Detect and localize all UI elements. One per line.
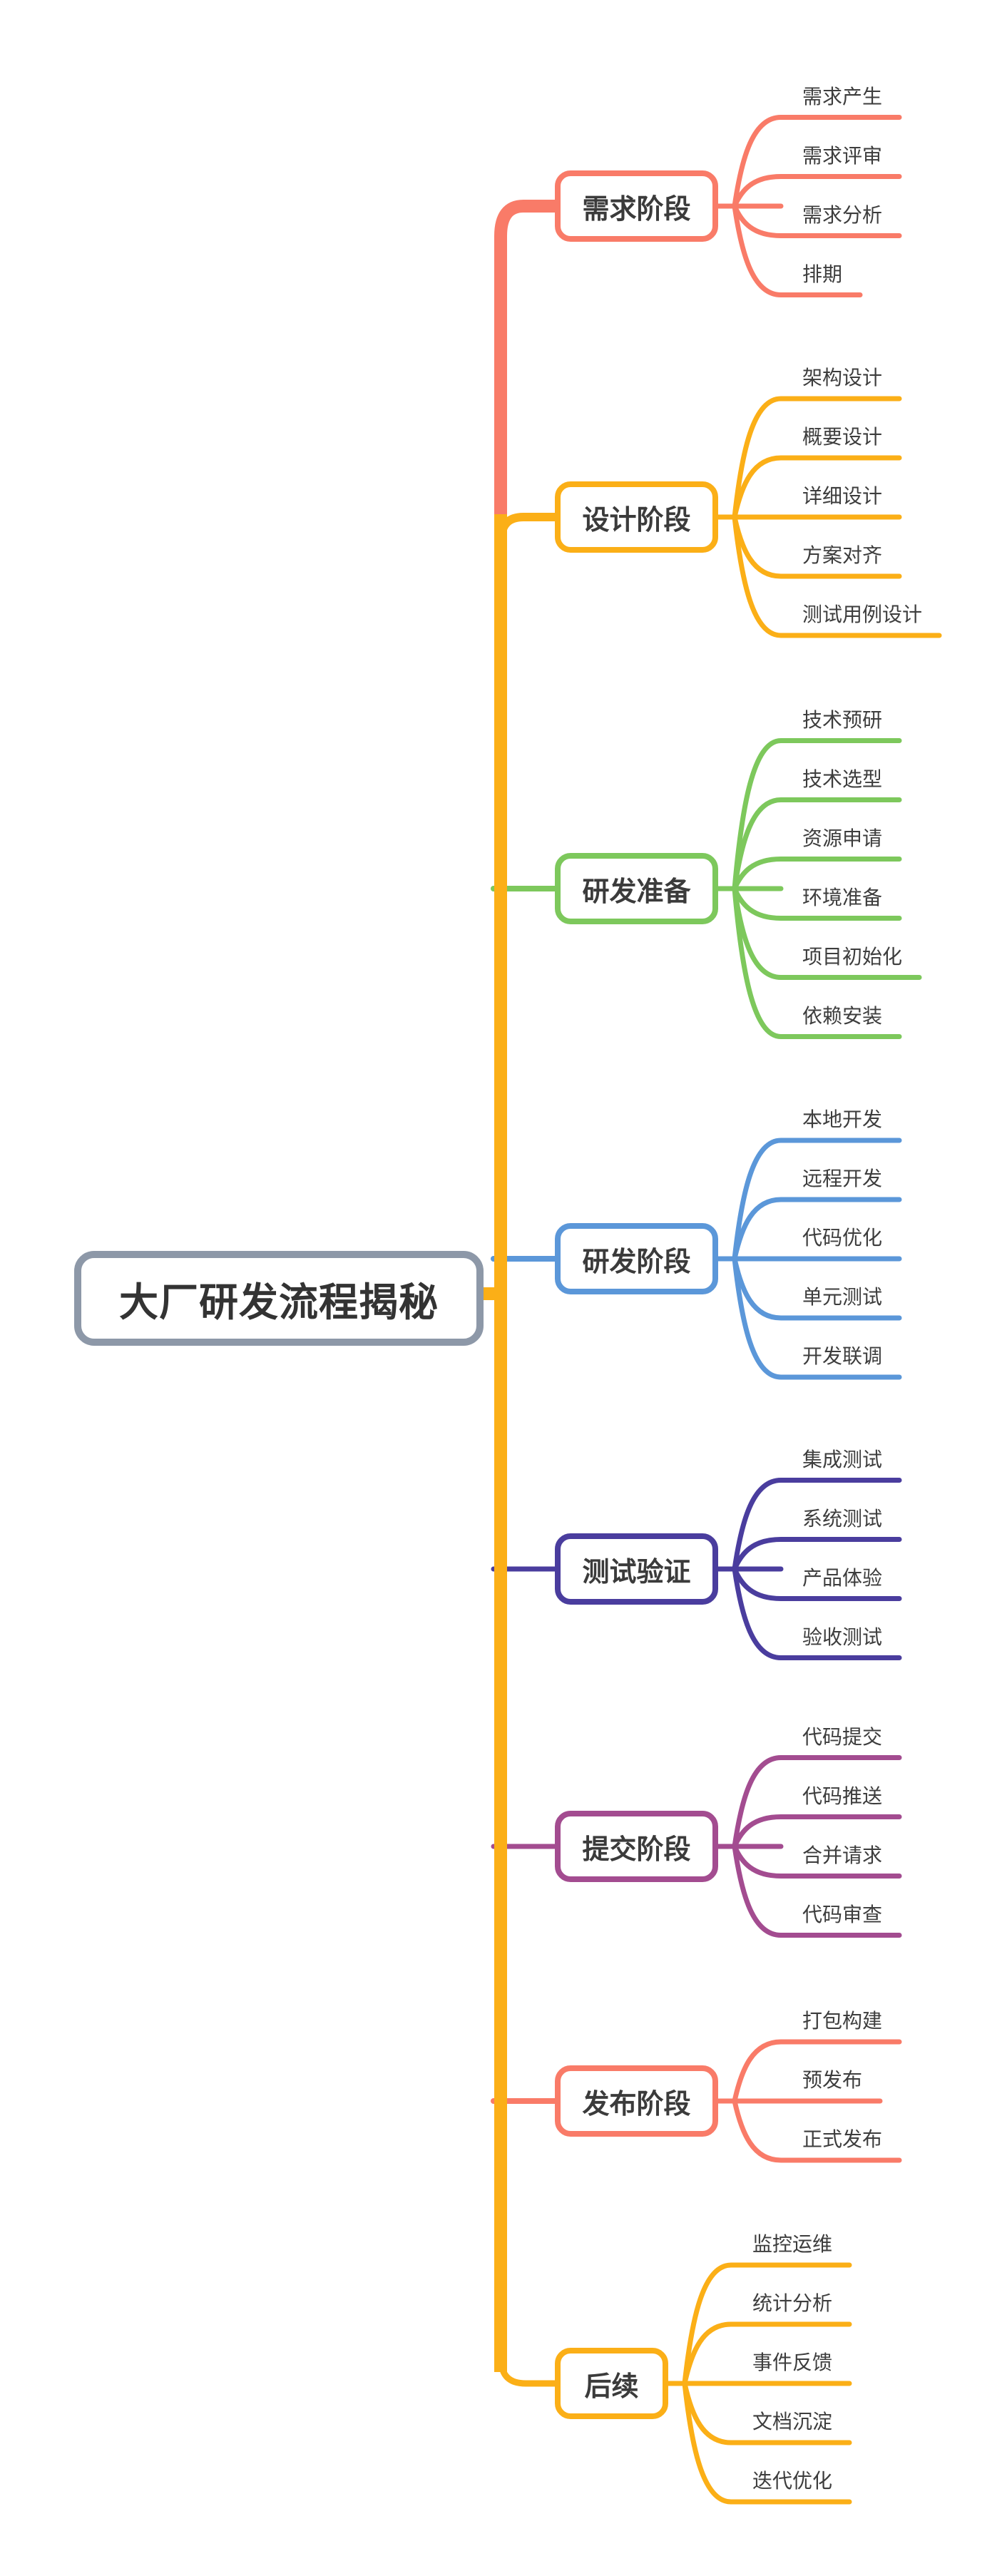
leaf-connector xyxy=(732,1256,902,1380)
leaf-topic-label[interactable]: 架构设计 xyxy=(802,367,883,389)
leaf-connector xyxy=(732,2098,902,2163)
leaf-topic-label[interactable]: 需求评审 xyxy=(802,144,883,167)
central-topic-node[interactable]: 大厂研发流程揭秘 xyxy=(74,1251,484,1346)
leaf-connector xyxy=(732,738,902,891)
leaf-topic-label[interactable]: 打包构建 xyxy=(802,2010,883,2032)
branch-node-design[interactable]: 设计阶段 xyxy=(555,481,718,553)
trunk-upper-line xyxy=(494,200,558,518)
leaf-topic-label[interactable]: 产品体验 xyxy=(802,1566,883,1589)
leaf-topic-label[interactable]: 代码推送 xyxy=(802,1784,883,1807)
leaf-connector xyxy=(732,1566,902,1660)
leaf-connector xyxy=(682,2262,852,2386)
leaf-connector xyxy=(732,2039,902,2104)
leaf-topic-label[interactable]: 资源申请 xyxy=(802,827,883,849)
leaf-topic-label[interactable]: 统计分析 xyxy=(752,2292,833,2314)
leaf-topic-label[interactable]: 代码审查 xyxy=(802,1903,883,1926)
leaf-connector xyxy=(732,115,902,209)
leaf-topic-label[interactable]: 方案对齐 xyxy=(802,544,883,566)
leaf-topic-label[interactable]: 验收测试 xyxy=(802,1625,883,1648)
leaf-topic-label[interactable]: 监控运维 xyxy=(752,2233,833,2255)
leaf-topic-label[interactable]: 项目初始化 xyxy=(802,945,903,968)
branch-connector-design xyxy=(497,513,556,540)
leaf-topic-label[interactable]: 环境准备 xyxy=(802,886,883,909)
branch-node-dev-preparation[interactable]: 研发准备 xyxy=(555,853,718,924)
branch-node-test-verification[interactable]: 测试验证 xyxy=(555,1533,718,1605)
leaf-connector xyxy=(682,2321,852,2386)
leaf-topic-label[interactable]: 预发布 xyxy=(802,2069,863,2091)
leaf-topic-label[interactable]: 开发联调 xyxy=(802,1345,883,1367)
leaf-topic-label[interactable]: 本地开发 xyxy=(802,1108,883,1130)
branch-node-follow-up[interactable]: 后续 xyxy=(555,2348,668,2419)
branch-node-submission[interactable]: 提交阶段 xyxy=(555,1811,718,1882)
leaf-connector xyxy=(732,455,902,520)
leaf-topic-label[interactable]: 详细设计 xyxy=(802,485,883,507)
leaf-topic-label[interactable]: 系统测试 xyxy=(802,1507,883,1530)
leaf-topic-label[interactable]: 概要设计 xyxy=(802,426,883,448)
leaf-connector xyxy=(732,886,902,1039)
leaf-connector xyxy=(732,1138,902,1262)
leaf-connector xyxy=(732,1478,902,1572)
leaf-connector xyxy=(732,1197,902,1262)
leaf-topic-label[interactable]: 需求产生 xyxy=(802,85,883,108)
leaf-topic-label[interactable]: 正式发布 xyxy=(802,2128,883,2150)
leaf-topic-label[interactable]: 技术选型 xyxy=(802,767,883,790)
leaf-topic-label[interactable]: 代码优化 xyxy=(802,1227,883,1249)
leaf-topic-label[interactable]: 排期 xyxy=(802,262,843,285)
leaf-connector xyxy=(732,203,863,297)
leaf-connector xyxy=(732,1755,902,1849)
leaf-connector xyxy=(732,1844,902,1938)
leaf-topic-label[interactable]: 迭代优化 xyxy=(752,2470,833,2492)
leaf-connector xyxy=(732,514,942,638)
leaf-topic-label[interactable]: 合并请求 xyxy=(802,1844,883,1866)
leaf-connector xyxy=(732,1537,902,1572)
branch-node-requirements[interactable]: 需求阶段 xyxy=(555,170,718,242)
leaf-topic-label[interactable]: 远程开发 xyxy=(802,1167,883,1190)
leaf-connector xyxy=(732,857,902,891)
leaf-topic-label[interactable]: 技术预研 xyxy=(802,708,883,731)
leaf-topic-label[interactable]: 文档沉淀 xyxy=(752,2411,833,2433)
leaf-topic-label[interactable]: 需求分析 xyxy=(802,203,883,226)
leaf-connector xyxy=(732,797,902,891)
branch-connector-follow-up xyxy=(498,2359,556,2387)
branch-node-release[interactable]: 发布阶段 xyxy=(555,2065,718,2137)
leaf-topic-label[interactable]: 集成测试 xyxy=(802,1448,883,1471)
leaf-topic-label[interactable]: 单元测试 xyxy=(802,1286,883,1308)
leaf-connector xyxy=(682,2381,852,2505)
leaf-topic-label[interactable]: 事件反馈 xyxy=(752,2351,833,2373)
leaf-connector xyxy=(732,1814,902,1849)
branch-node-development[interactable]: 研发阶段 xyxy=(555,1223,718,1294)
leaf-topic-label[interactable]: 代码提交 xyxy=(802,1725,883,1748)
leaf-connector xyxy=(732,396,902,520)
leaf-topic-label[interactable]: 依赖安装 xyxy=(802,1004,883,1027)
leaf-connector xyxy=(732,174,902,209)
leaf-topic-label[interactable]: 测试用例设计 xyxy=(802,603,923,625)
